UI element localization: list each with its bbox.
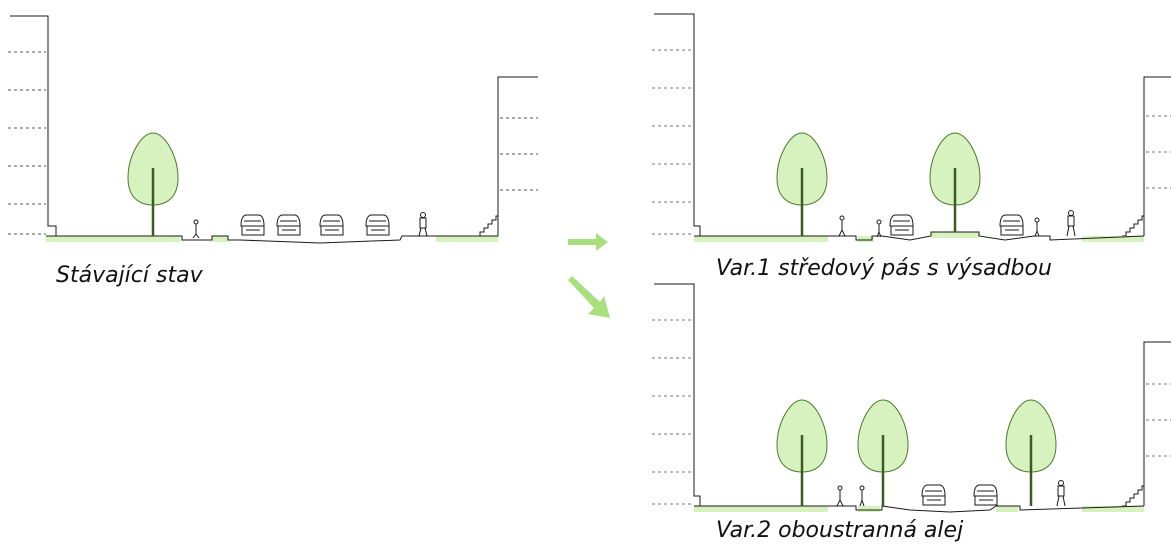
- ground-line: [46, 235, 498, 244]
- tree-icon: [776, 399, 828, 506]
- caption-existing: Stávající stav: [56, 263, 203, 288]
- arrow-right-icon: [568, 230, 610, 258]
- tree-icon: [776, 132, 828, 236]
- car-icon: [889, 214, 914, 236]
- section-variant-1: [650, 0, 1171, 260]
- pedestrian-icon: [418, 212, 428, 237]
- car-icon: [240, 214, 265, 236]
- caption-variant-1: Var.1 středový pás s výsadbou: [716, 256, 1052, 281]
- section-existing: [0, 0, 560, 260]
- pedestrian-icon: [838, 215, 846, 237]
- car-icon: [921, 484, 946, 506]
- car-icon: [999, 214, 1024, 236]
- car-icon: [319, 214, 344, 236]
- tree-icon: [929, 132, 981, 232]
- arrow-diagonal-icon: [568, 276, 614, 326]
- right-building: [476, 76, 538, 237]
- pedestrian-icon: [1056, 480, 1066, 507]
- right-building: [1122, 341, 1171, 507]
- pedestrian-icon: [876, 219, 882, 238]
- pedestrian-icon: [836, 485, 844, 507]
- car-icon: [973, 484, 998, 506]
- ground-line: [694, 231, 1145, 242]
- tree-icon: [1005, 399, 1057, 506]
- caption-variant-2: Var.2 oboustranná alej: [716, 518, 964, 543]
- left-building: [652, 13, 701, 236]
- pedestrian-icon: [859, 485, 865, 507]
- left-building: [652, 283, 701, 506]
- right-building: [1122, 76, 1171, 237]
- pedestrian-icon: [1066, 210, 1076, 237]
- ground-line: [694, 505, 1145, 513]
- section-variant-2: [650, 280, 1171, 520]
- tree-icon: [127, 132, 179, 236]
- tree-icon: [857, 399, 909, 506]
- left-building: [8, 15, 57, 236]
- pedestrian-icon: [1034, 217, 1040, 237]
- car-icon: [365, 214, 390, 236]
- pedestrian-icon: [192, 219, 200, 239]
- car-icon: [276, 214, 301, 236]
